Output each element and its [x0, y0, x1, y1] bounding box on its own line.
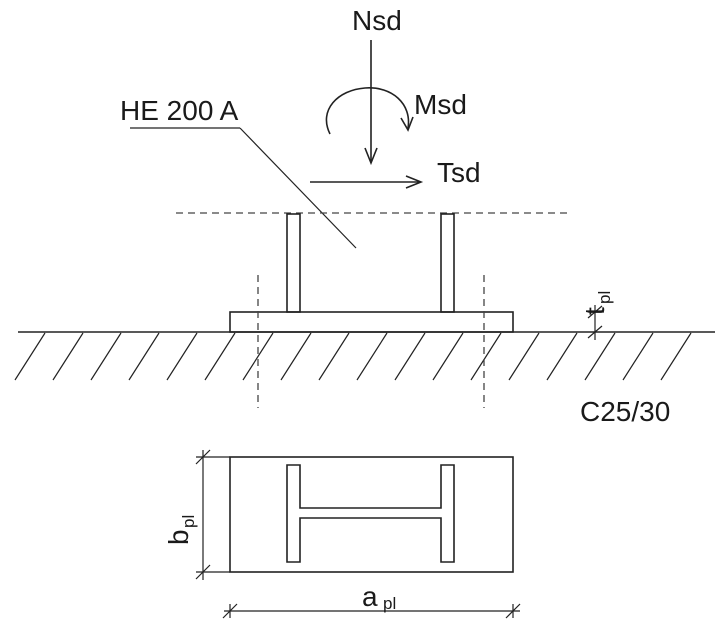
- shear-force-arrow: [310, 175, 424, 189]
- plate-width-sub: pl: [179, 515, 198, 528]
- hatch-stroke: [394, 332, 426, 381]
- hatch-stroke: [432, 332, 464, 381]
- hatch-stroke: [470, 332, 502, 381]
- hatch-stroke: [14, 332, 46, 381]
- hatch-stroke: [90, 332, 122, 381]
- plate-width-dimension: [195, 449, 230, 580]
- plan-h-profile: [286, 464, 455, 563]
- concrete-hatching: [14, 332, 692, 381]
- column-flanges: [286, 213, 455, 313]
- label-msd: Msd: [414, 89, 467, 120]
- label-concrete-class: C25/30: [580, 396, 670, 427]
- hatch-stroke: [52, 332, 84, 381]
- base-plate: [229, 311, 514, 333]
- plate-length-main: a: [362, 581, 378, 612]
- hatch-stroke: [546, 332, 578, 381]
- label-plate-length: a pl: [362, 581, 396, 613]
- plate-length-dimension: [222, 603, 521, 619]
- plate-thickness-main: t: [579, 307, 610, 315]
- hatch-stroke: [128, 332, 160, 381]
- hatch-stroke: [242, 332, 274, 381]
- anchor-lines: [257, 275, 485, 408]
- hatch-stroke: [508, 332, 540, 381]
- plate-width-main: b: [163, 529, 194, 545]
- hatch-stroke: [584, 332, 616, 381]
- plate-length-sub: pl: [383, 594, 396, 613]
- hatch-stroke: [660, 332, 692, 381]
- hatch-stroke: [318, 332, 350, 381]
- label-profile: HE 200 A: [120, 95, 239, 126]
- label-nsd: Nsd: [352, 5, 402, 36]
- label-tsd: Tsd: [437, 157, 481, 188]
- hatch-stroke: [204, 332, 236, 381]
- hatch-stroke: [166, 332, 198, 381]
- moment-arrow: [325, 87, 414, 135]
- hatch-stroke: [356, 332, 388, 381]
- hatch-stroke: [622, 332, 654, 381]
- label-plate-width: b pl: [163, 515, 198, 545]
- normal-force-arrow: [364, 40, 378, 166]
- profile-leader-line: [130, 127, 357, 249]
- label-plate-thickness: t pl: [579, 291, 614, 315]
- plate-thickness-dimension: [587, 305, 604, 340]
- hatch-stroke: [280, 332, 312, 381]
- plate-thickness-sub: pl: [595, 291, 614, 304]
- plan-base-plate: [229, 456, 514, 573]
